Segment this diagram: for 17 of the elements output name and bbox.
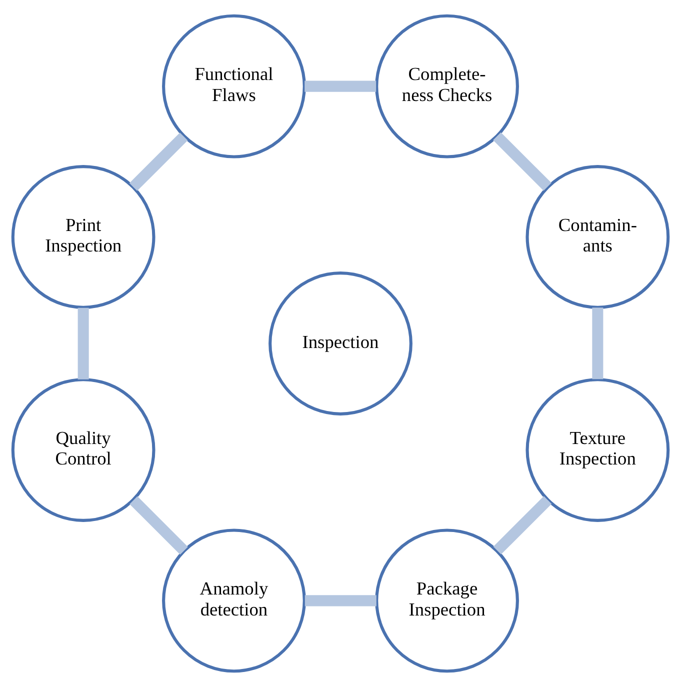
connector	[592, 308, 604, 380]
connector	[130, 496, 188, 555]
connector	[493, 132, 552, 191]
connector	[304, 80, 376, 92]
node-circle: Package Inspection	[375, 528, 519, 673]
node-circle: Texture Inspection	[526, 378, 670, 522]
connector	[129, 132, 188, 191]
connector	[304, 595, 376, 606]
connector	[78, 308, 89, 380]
node-circle: Print Inspection	[11, 165, 156, 309]
node-circle: Inspection	[268, 272, 412, 416]
node-circle: Functional Flaws	[162, 14, 306, 158]
node-circle: Anamoly detection	[162, 528, 306, 673]
node-circle: Contamin- ants	[526, 165, 670, 309]
node-circle: Complete- ness Checks	[375, 14, 519, 158]
node-circle: Quality Control	[11, 378, 156, 522]
connector	[493, 496, 552, 554]
